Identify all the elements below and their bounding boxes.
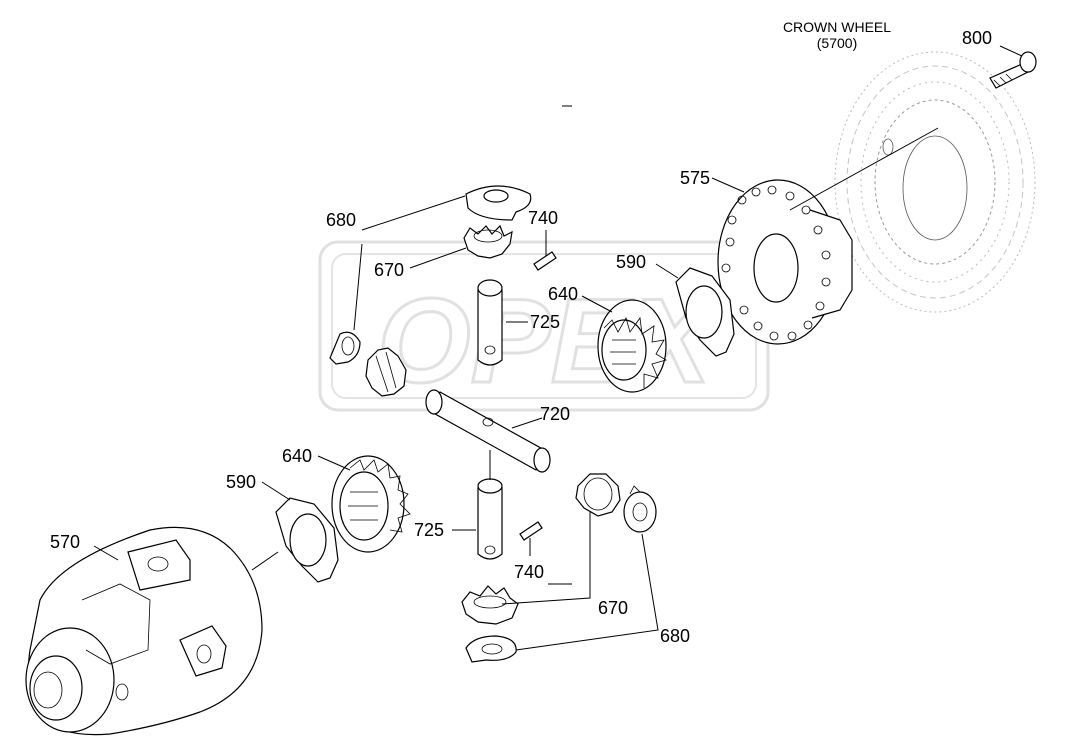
pinion-gear-670-upper xyxy=(463,224,513,259)
shaft-725-lower xyxy=(477,478,503,560)
pinion-gear-670-right xyxy=(575,473,621,517)
pinion-gear-left xyxy=(365,347,407,397)
label-725-upper: 725 xyxy=(530,312,560,332)
flange-housing-575 xyxy=(717,179,853,345)
label-575: 575 xyxy=(680,168,710,188)
label-570: 570 xyxy=(50,532,80,552)
washer-680-bottom xyxy=(465,635,517,663)
pin-740-lower xyxy=(519,521,543,541)
washer-680-right xyxy=(623,485,657,533)
differential-case-570 xyxy=(25,526,263,736)
label-590-upper: 590 xyxy=(616,252,646,272)
label-740-upper: 740 xyxy=(528,208,558,228)
label-800: 800 xyxy=(962,28,992,48)
crown-wheel xyxy=(834,51,1036,313)
cross-shaft-720 xyxy=(425,389,551,473)
side-gear-640-upper xyxy=(597,299,667,393)
label-725-lower: 725 xyxy=(414,520,444,540)
label-590-lower: 590 xyxy=(226,472,256,492)
washer-680-upper xyxy=(465,185,532,221)
label-740-lower: 740 xyxy=(514,562,544,582)
caption-crown-wheel: CROWN WHEEL xyxy=(783,19,891,35)
label-720: 720 xyxy=(540,404,570,424)
label-640-upper: 640 xyxy=(548,284,578,304)
label-680-upper: 680 xyxy=(326,210,356,230)
label-670-upper: 670 xyxy=(374,260,404,280)
flange-bolt-holes xyxy=(721,185,831,341)
pinion-gear-670-bottom xyxy=(461,585,519,625)
shaft-725-upper xyxy=(477,279,503,366)
bolt-800 xyxy=(989,51,1037,89)
washer-680-left xyxy=(329,331,361,365)
label-640-lower: 640 xyxy=(282,446,312,466)
thrust-washer-590-upper xyxy=(675,267,735,357)
label-680-lower: 680 xyxy=(660,626,690,646)
label-670-lower: 670 xyxy=(598,598,628,618)
side-gear-640-lower xyxy=(331,455,411,553)
thrust-washer-590-lower xyxy=(275,497,339,583)
caption-crown-wheel-ref: (5700) xyxy=(817,35,857,51)
